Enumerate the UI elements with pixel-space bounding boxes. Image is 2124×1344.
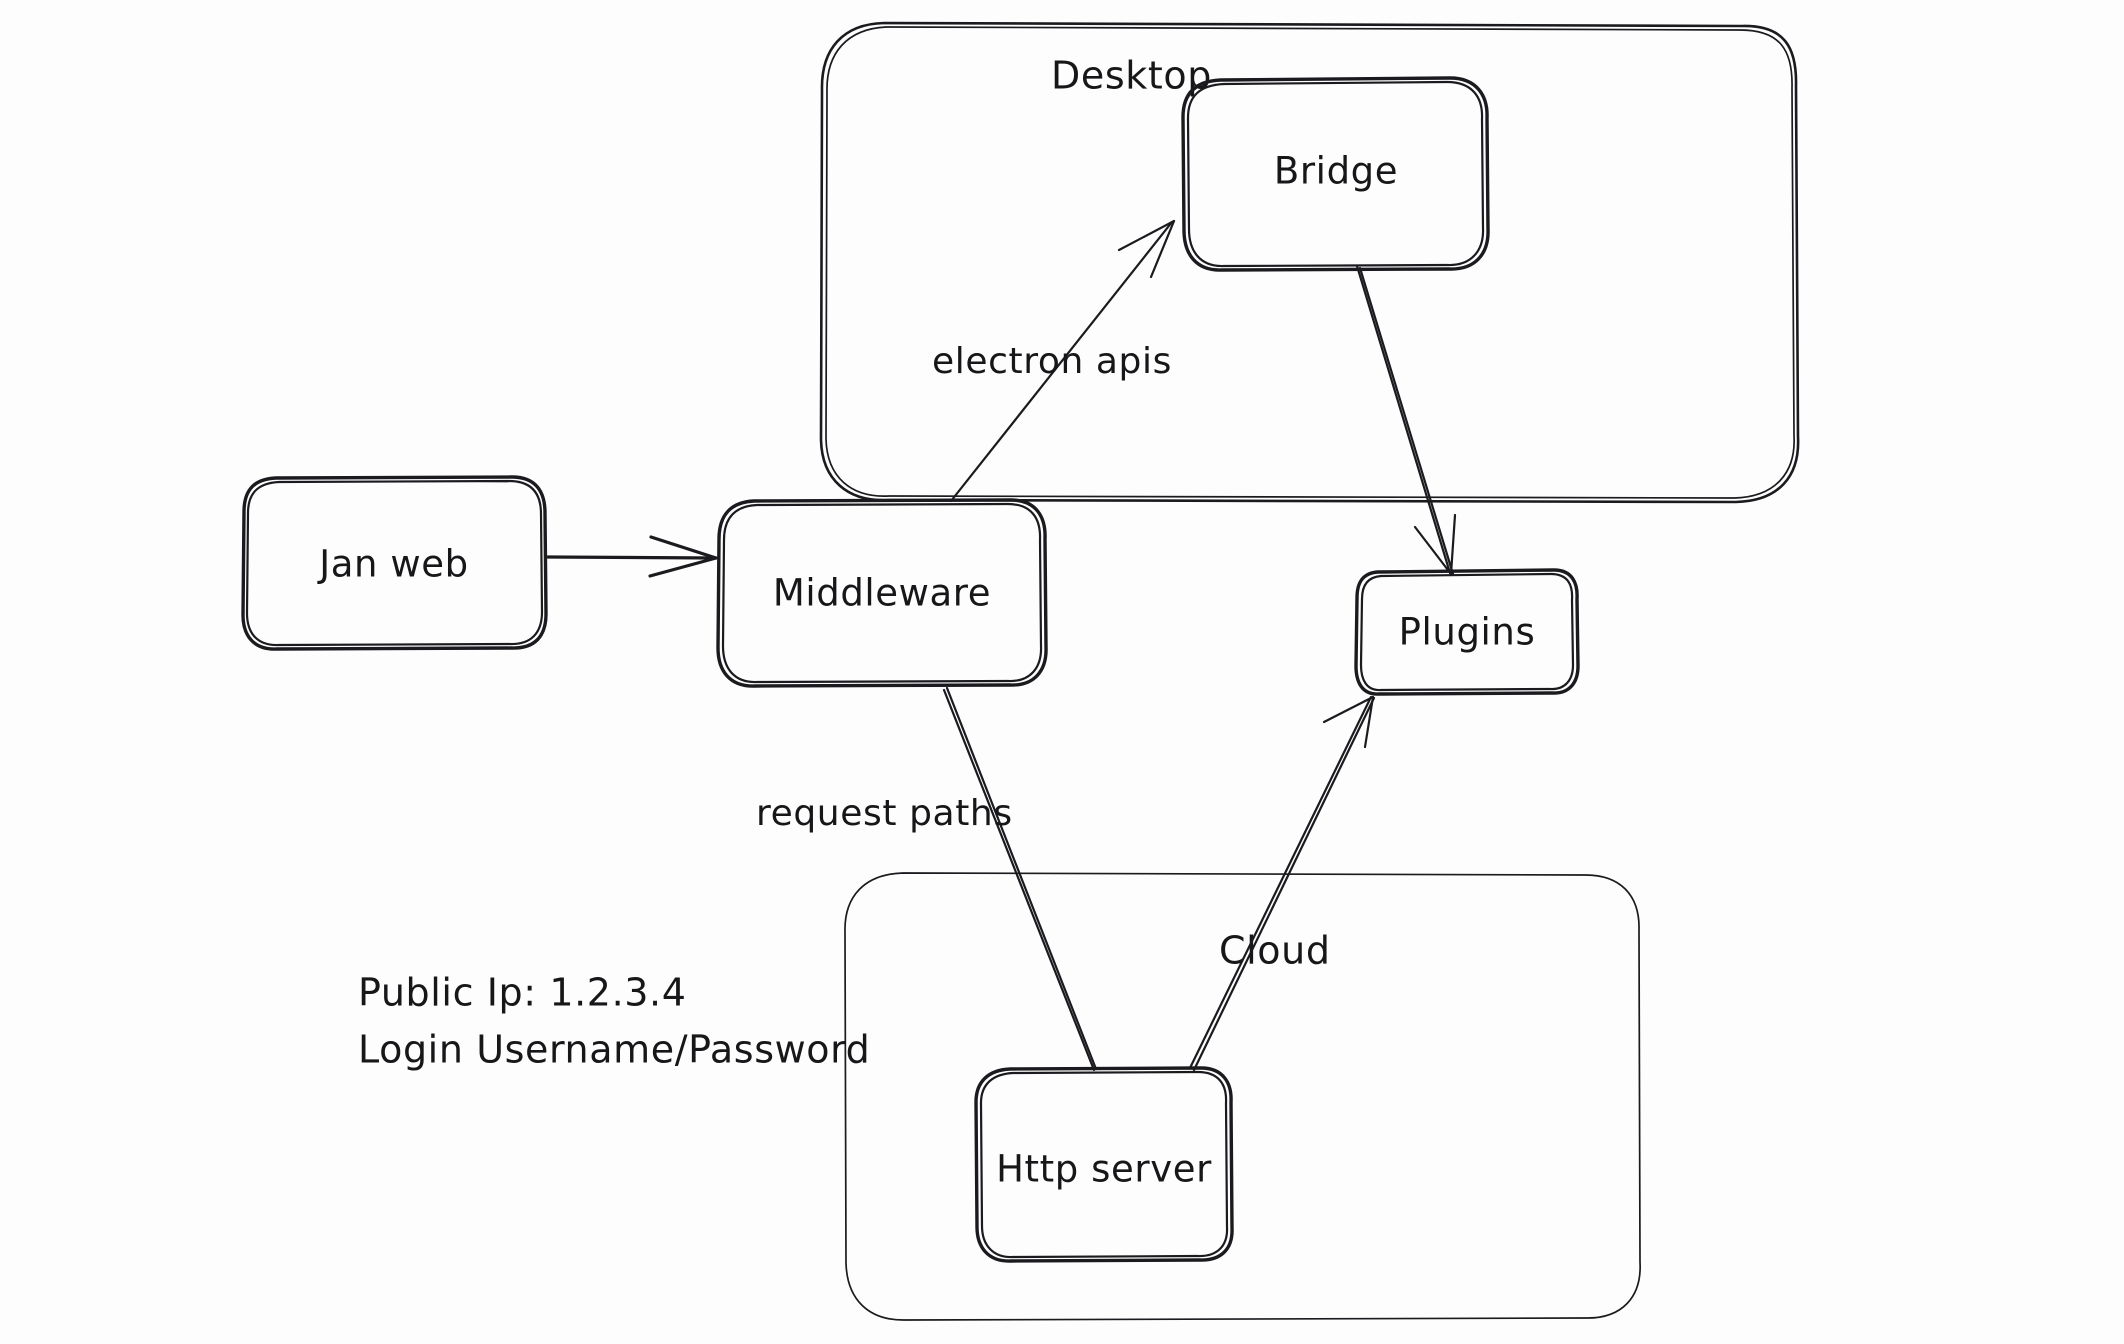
edge-http-to-plugins-arrowhead-left xyxy=(1322,695,1375,724)
edge-http-to-plugins-line xyxy=(1188,695,1373,1070)
edge-middleware-to-bridge-label: electron apis xyxy=(932,341,1172,382)
node-plugins-outline xyxy=(1354,568,1580,696)
edge-bridge-to-plugins-arrowhead-left xyxy=(1413,525,1453,576)
edge-bridge-to-plugins[interactable] xyxy=(1355,264,1457,576)
container-cloud[interactable]: Cloud xyxy=(844,872,1641,1321)
node-http-server-outline xyxy=(974,1066,1234,1263)
note-login-text: Login Username/Password xyxy=(358,1028,870,1072)
node-plugins-label: Plugins xyxy=(1399,611,1536,654)
container-cloud-outline xyxy=(844,872,1641,1321)
node-jan-web[interactable]: Jan web xyxy=(241,475,548,651)
node-bridge-label: Bridge xyxy=(1274,150,1398,193)
edge-janweb-to-middleware-arrowhead-bottom xyxy=(648,556,718,578)
edge-middleware-to-bridge-line xyxy=(949,220,1174,503)
edge-bridge-to-plugins-line xyxy=(1355,264,1452,575)
edge-middleware-to-http-line-2 xyxy=(945,686,1098,1071)
container-desktop-label: Desktop xyxy=(1051,54,1212,98)
node-bridge[interactable]: Bridge xyxy=(1181,76,1490,272)
node-jan-web-outline-2 xyxy=(245,479,544,647)
edge-http-to-plugins[interactable] xyxy=(1188,695,1376,1072)
node-jan-web-label: Jan web xyxy=(317,543,469,586)
container-desktop[interactable]: Desktop xyxy=(819,21,1800,504)
note-public-ip: Public Ip: 1.2.3.4 xyxy=(358,971,687,1015)
edge-bridge-to-plugins-arrowhead-right xyxy=(1449,513,1457,576)
edge-bridge-to-plugins-line-2 xyxy=(1358,266,1455,576)
edge-janweb-to-middleware[interactable] xyxy=(546,535,718,578)
node-middleware-label: Middleware xyxy=(773,572,991,615)
container-cloud-label: Cloud xyxy=(1219,929,1331,973)
node-bridge-outline xyxy=(1181,76,1490,272)
node-bridge-outline-2 xyxy=(1186,80,1485,268)
container-desktop-outline xyxy=(819,21,1800,504)
edge-middleware-to-http[interactable]: request paths xyxy=(756,686,1098,1072)
edge-http-to-plugins-arrowhead-right xyxy=(1363,695,1375,749)
node-plugins-outline-2 xyxy=(1359,572,1575,692)
node-middleware-outline xyxy=(716,498,1048,688)
edge-middleware-to-bridge-arrowhead-bottom xyxy=(1149,219,1176,279)
note-public-ip-text: Public Ip: 1.2.3.4 xyxy=(358,971,687,1015)
edge-middleware-to-bridge-arrowhead-top xyxy=(1117,219,1176,252)
edge-middleware-to-bridge[interactable]: electron apis xyxy=(932,219,1176,503)
edge-janweb-to-middleware-arrowhead-top xyxy=(649,535,718,560)
container-desktop-outline-2 xyxy=(825,26,1795,499)
node-http-server[interactable]: Http server xyxy=(974,1066,1234,1263)
edge-middleware-to-http-line xyxy=(942,688,1096,1072)
edge-middleware-to-http-label: request paths xyxy=(756,793,1013,834)
edge-janweb-to-middleware-line xyxy=(546,555,716,560)
node-middleware[interactable]: Middleware xyxy=(716,498,1048,688)
node-http-server-outline-2 xyxy=(979,1070,1229,1259)
node-middleware-outline-2 xyxy=(721,502,1043,684)
node-jan-web-outline xyxy=(241,475,548,651)
node-http-server-label: Http server xyxy=(996,1148,1212,1191)
note-login: Login Username/Password xyxy=(358,1028,870,1072)
edge-http-to-plugins-line-2 xyxy=(1192,696,1376,1072)
node-plugins[interactable]: Plugins xyxy=(1354,568,1580,696)
